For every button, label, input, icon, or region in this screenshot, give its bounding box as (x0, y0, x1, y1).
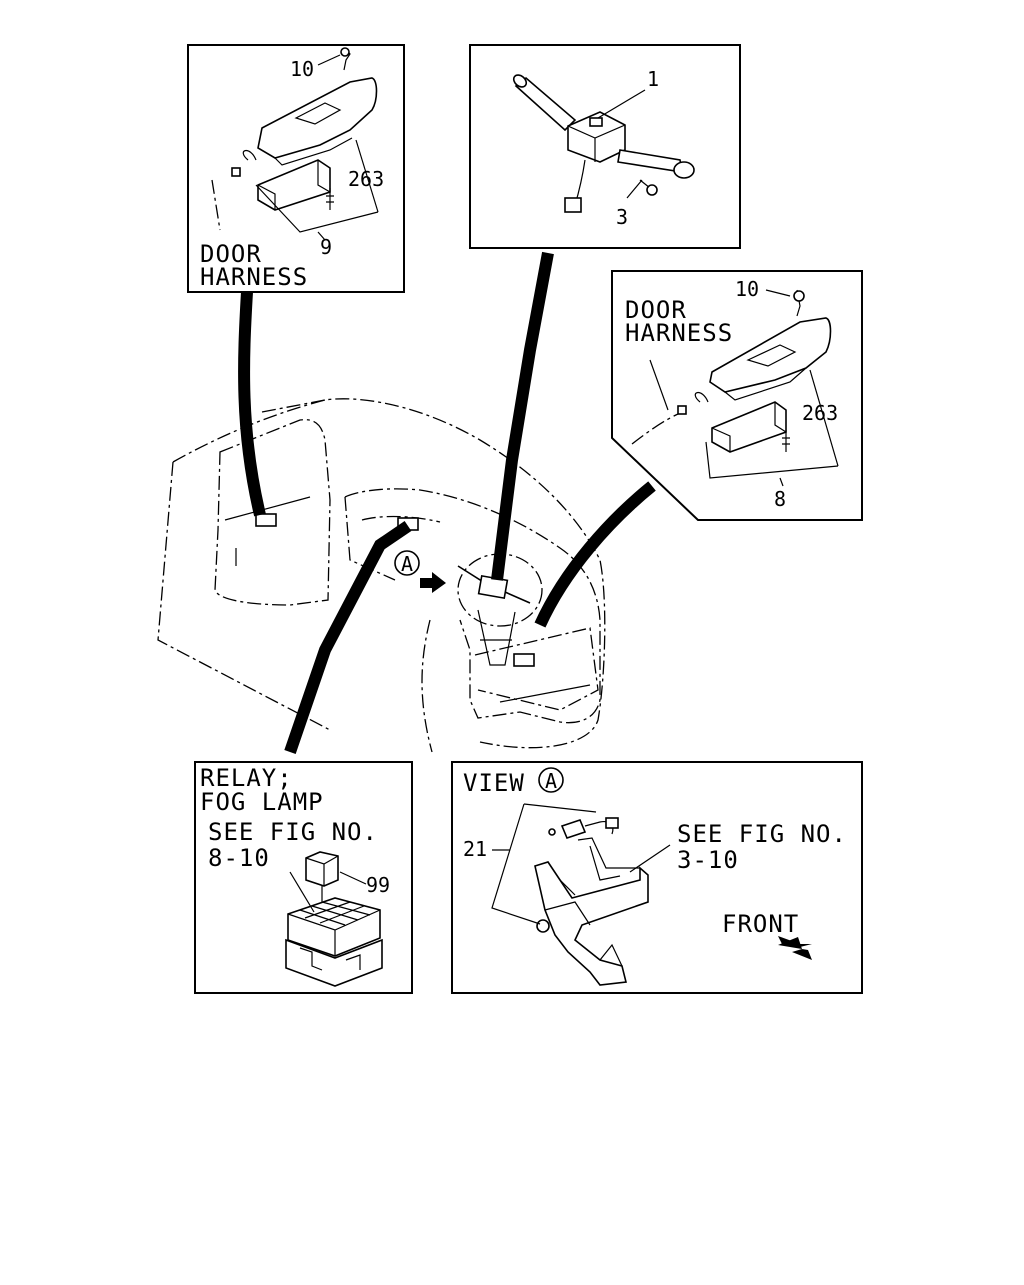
view-marker-icon: A (394, 550, 420, 576)
callout-21: 21 (463, 837, 487, 861)
view-a-marker: A (545, 769, 557, 793)
panel-right-window-switch: DOOR HARNESS 10 263 8 (611, 270, 863, 521)
view-marker-label: A (401, 552, 413, 576)
view-a-see-fig-label: SEE FIG NO. (677, 820, 847, 848)
callout-9: 9 (320, 235, 332, 259)
view-marker-icon: A (538, 767, 564, 793)
relay-see-fig-label: SEE FIG NO. (208, 818, 378, 846)
relay-fig-number: 8-10 (208, 844, 270, 872)
door-harness-label-line2: HARNESS (625, 319, 733, 347)
vehicle-interior: A (157, 398, 606, 753)
right-door-switch-location (513, 653, 535, 667)
front-arrow-icon (778, 936, 812, 960)
panel-combination-switch: 1 3 (469, 44, 741, 249)
panel-view-a: VIEW A SEE FIG NO. 3-10 FRONT 21 (451, 761, 863, 994)
view-a-fig-number: 3-10 (677, 846, 739, 874)
callout-10: 10 (735, 277, 759, 301)
panel-relay-fog-lamp: RELAY; FOG LAMP SEE FIG NO. 8-10 99 (194, 761, 413, 994)
callout-10: 10 (290, 57, 314, 81)
left-door-switch-location (255, 513, 277, 527)
door-harness-label-line1: DOOR (200, 240, 262, 268)
view-a-title: VIEW (463, 769, 525, 797)
callout-263: 263 (802, 401, 838, 425)
front-label: FRONT (722, 910, 799, 938)
leader-lines (238, 251, 656, 754)
panel-left-window-switch: 10 263 9 DOOR HARNESS (187, 44, 405, 293)
relay-title-line1: RELAY; (200, 764, 293, 792)
callout-263: 263 (348, 167, 384, 191)
relay-title-line2: FOG LAMP (200, 788, 324, 816)
door-harness-label-line2: HARNESS (200, 263, 308, 291)
arrow-icon (420, 572, 446, 593)
callout-1: 1 (647, 67, 659, 91)
door-harness-label-line1: DOOR (625, 296, 687, 324)
callout-99: 99 (366, 873, 390, 897)
callout-8: 8 (774, 487, 786, 511)
callout-3: 3 (616, 205, 628, 229)
